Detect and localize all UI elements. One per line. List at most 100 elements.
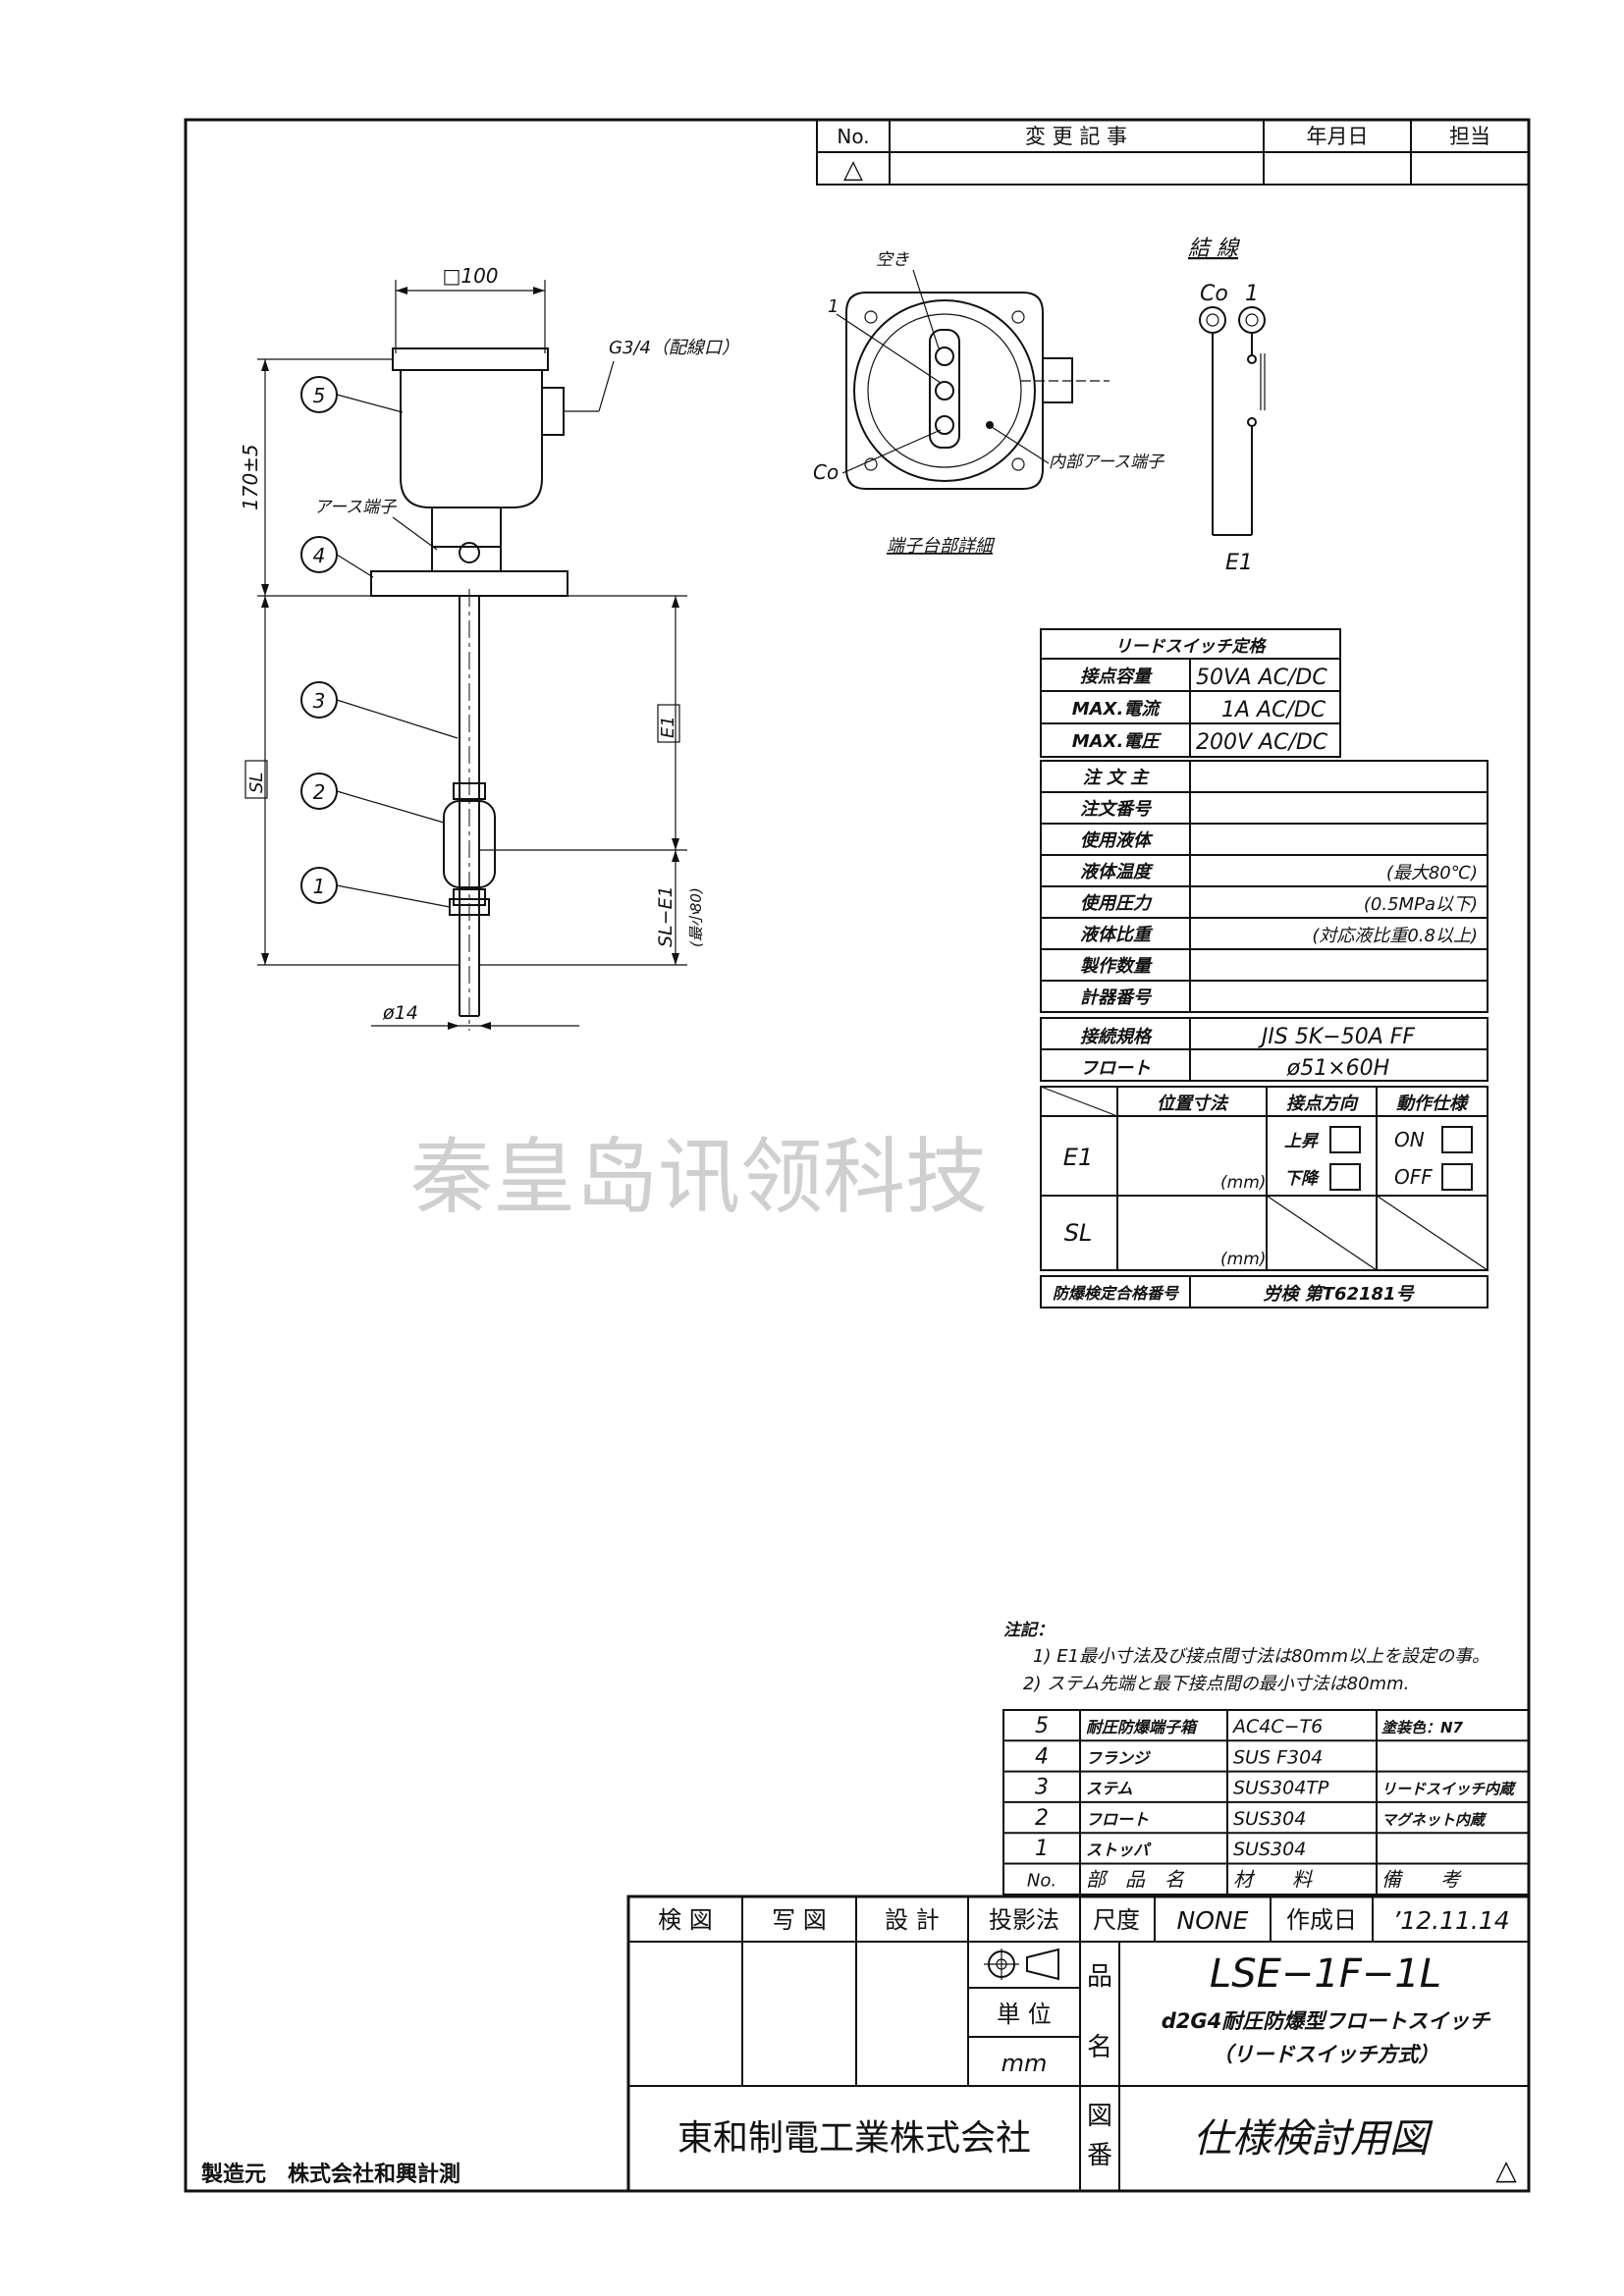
model-number: LSE−1F−1L [1210,1951,1441,1997]
position-unit: (mm) [1220,1173,1266,1193]
part-number: 4 [1035,1744,1049,1769]
certification-label: 防爆検定合格番号 [1053,1284,1180,1303]
balloon-4: 4 [300,536,374,578]
detail-caption: 端子台部詳細 [887,536,996,557]
parts-header: No. [1027,1871,1056,1892]
manufacturer-label: 製造元 株式会社和興計測 [200,2162,460,2187]
order-info-table: 注 文 主注文番号使用液体液体温度(最大80℃)使用圧力(0.5MPa以下)液体… [1040,760,1489,1013]
wiring-co-label: Co [1200,282,1228,306]
connection-value: ø51×60H [1286,1056,1389,1081]
part-number: 3 [1035,1776,1049,1800]
direction-down-checkbox[interactable] [1329,1163,1361,1191]
conduit-label: G3/4（配線口） [609,338,739,358]
balloon-5: 5 [300,376,404,413]
position-row-label: E1 [1063,1144,1093,1171]
terminal-detail-view: 空き 1 Co 内部アース端子 端子台部詳細 [813,250,1164,557]
scale-label: 尺度 [1093,1906,1140,1934]
position-header: 位置寸法 [1157,1094,1229,1114]
operation-on-label: ON [1394,1128,1425,1151]
direction-down-label: 下降 [1284,1169,1321,1189]
reed-spec-value: 50VA AC/DC [1196,666,1327,690]
part-material: SUS F304 [1233,1746,1323,1768]
order-info-label: 液体比重 [1080,925,1154,945]
product-name: （リードスイッチ方式） [1213,2043,1439,2066]
order-info-value[interactable]: (0.5MPa以下) [1364,894,1478,915]
note-item: 2) ステム先端と最下接点間の最小寸法は80mm. [1023,1674,1409,1694]
order-info-label: 注文番号 [1080,799,1153,820]
certification-value: 労検 第T62181号 [1263,1284,1415,1305]
third-angle-projection-icon [984,1948,1059,1981]
dim-sl-e1: SL−E1 [655,885,677,947]
part-material: SUS304 [1233,1808,1306,1830]
notes: 注記： 1) E1最小寸法及び接点間寸法は80mm以上を設定の事。 2) ステム… [1003,1621,1489,1694]
order-info-label: 注 文 主 [1083,768,1151,788]
watermark-text: 秦皇岛讯领科技 [410,1129,988,1225]
product-label: 名 [1087,2033,1112,2062]
connection-label: 接続規格 [1080,1027,1153,1047]
reed-spec-label: MAX.電流 [1072,699,1163,720]
dim-height: 170±5 [239,444,262,510]
unit-label: 単 位 [997,2001,1052,2028]
drawing-number-label: 図 [1087,2102,1112,2131]
rev-header-person: 担当 [1449,125,1490,148]
direction-up-checkbox[interactable] [1329,1126,1361,1153]
dim-stem-diameter: ø14 [382,1002,418,1024]
reed-spec-label: 接点容量 [1080,667,1153,687]
revision-mark: △ [1495,2154,1517,2186]
note-item: 1) E1最小寸法及び接点間寸法は80mm以上を設定の事。 [1033,1646,1489,1667]
product-name: d2G4耐圧防爆型フロートスイッチ [1162,2009,1491,2033]
rev-header-change: 変 更 記 事 [1025,125,1127,148]
wiring-1-label: 1 [1245,282,1259,306]
rev-header-no: No. [837,125,869,148]
operation-off-checkbox[interactable] [1441,1163,1473,1191]
operation-on-checkbox[interactable] [1441,1126,1473,1153]
dim-sl: SL [246,773,267,793]
direction-up-label: 上昇 [1284,1132,1320,1151]
reed-spec-title: リードスイッチ定格 [1115,637,1268,657]
position-unit: (mm) [1220,1250,1266,1269]
part-name: ステム [1086,1780,1133,1798]
order-info-label: 液体温度 [1080,862,1154,882]
svg-text:3: 3 [313,689,326,713]
part-name: フロート [1086,1810,1149,1829]
part-number: 2 [1035,1806,1049,1831]
order-info-value[interactable]: (対応液比重0.8以上) [1312,926,1478,946]
check-label: 設 計 [885,1906,940,1934]
position-header: 接点方向 [1286,1094,1359,1114]
drawing-number: 仕様検討用図 [1193,2116,1434,2162]
certification-row: 防爆検定合格番号 労検 第T62181号 [1040,1275,1489,1308]
part-name: ストッパ [1086,1841,1152,1859]
svg-text:2: 2 [313,780,326,804]
detail-empty-label: 空き [876,250,909,270]
company-name: 東和制電工業株式会社 [677,2118,1031,2159]
dim-sl-e1-note: (最小80) [687,887,705,947]
wiring-e1-label: E1 [1225,551,1253,575]
balloon-3: 3 [300,681,459,739]
projection-label: 投影法 [989,1906,1059,1934]
part-name: フランジ [1086,1748,1152,1767]
parts-header: 材 料 [1233,1868,1313,1892]
drawing-number-label: 番 [1087,2141,1112,2170]
detail-co-label: Co [813,460,839,484]
rev-header-date: 年月日 [1307,125,1369,148]
detail-inner-earth-label: 内部アース端子 [1049,453,1164,472]
reed-switch-spec-table: リードスイッチ定格 接点容量 50VA AC/DC MAX.電流 1A AC/D… [1040,628,1341,758]
svg-text:4: 4 [313,544,326,567]
svg-text:1: 1 [313,875,326,898]
part-material: SUS304TP [1233,1778,1329,1799]
reed-spec-label: MAX.電圧 [1072,731,1163,752]
wiring-diagram: 結 線 Co 1 E1 [1188,237,1266,575]
svg-text:5: 5 [313,384,326,407]
order-info-value[interactable]: (最大80℃) [1386,863,1478,883]
part-material: AC4C−T6 [1231,1716,1323,1737]
dim-top-width: □100 [442,264,498,288]
notes-title: 注記： [1003,1621,1054,1640]
check-label: 検 図 [658,1906,713,1934]
connection-label: フロート [1080,1058,1151,1079]
operation-off-label: OFF [1394,1165,1433,1189]
position-header: 動作仕様 [1396,1094,1470,1114]
part-number: 1 [1035,1837,1049,1861]
earth-terminal-label: アース端子 [314,498,397,517]
